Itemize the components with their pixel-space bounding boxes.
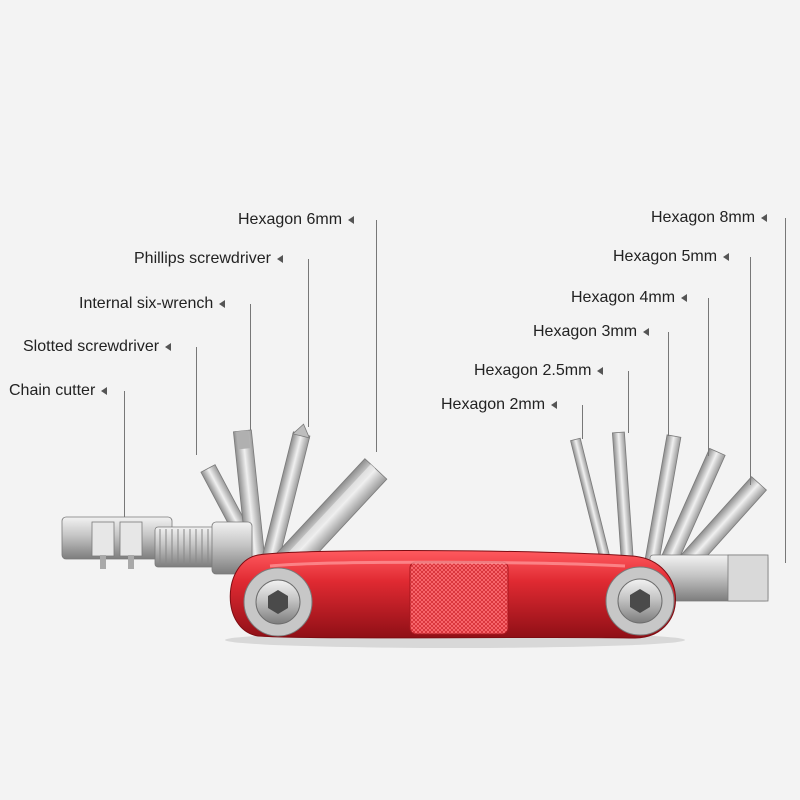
leader-line-hexagon-5mm bbox=[750, 257, 751, 485]
leader-line-slotted-screwdriver bbox=[196, 347, 197, 455]
label-hexagon-8mm: Hexagon 8mm bbox=[651, 209, 756, 226]
callout-hexagon-3mm: Hexagon 3mm bbox=[533, 322, 650, 342]
right-hex-bolt-icon bbox=[605, 566, 675, 636]
triangle-left-pointer-icon bbox=[681, 293, 688, 302]
callout-hexagon-2-5mm: Hexagon 2.5mm bbox=[474, 361, 604, 381]
callout-hexagon-5mm: Hexagon 5mm bbox=[613, 247, 730, 267]
callout-hexagon-6mm: Hexagon 6mm bbox=[238, 210, 355, 230]
triangle-left-pointer-icon bbox=[551, 400, 558, 409]
label-internal-six-wrench: Internal six-wrench bbox=[79, 295, 214, 312]
callout-hexagon-8mm: Hexagon 8mm bbox=[651, 208, 768, 228]
left-hex-bolt-icon bbox=[243, 567, 313, 637]
hexagon-8mm-bit bbox=[649, 554, 769, 602]
callout-phillips-screwdriver: Phillips screwdriver bbox=[134, 249, 283, 269]
triangle-left-pointer-icon bbox=[101, 386, 108, 395]
right-bit-fan bbox=[570, 431, 769, 602]
label-hexagon-2mm: Hexagon 2mm bbox=[441, 396, 546, 413]
callout-internal-six-wrench: Internal six-wrench bbox=[79, 294, 226, 314]
label-hexagon-3mm: Hexagon 3mm bbox=[533, 323, 638, 340]
callout-chain-cutter: Chain cutter bbox=[9, 381, 108, 401]
leader-line-chain-cutter bbox=[124, 391, 125, 517]
leader-line-internal-six-wrench bbox=[250, 304, 251, 430]
callout-hexagon-2mm: Hexagon 2mm bbox=[441, 395, 558, 415]
hexagon-2-5mm-bit bbox=[611, 431, 635, 573]
knurled-grip bbox=[409, 561, 509, 635]
label-hexagon-6mm: Hexagon 6mm bbox=[238, 211, 343, 228]
label-phillips-screwdriver: Phillips screwdriver bbox=[134, 250, 271, 267]
triangle-left-pointer-icon bbox=[723, 252, 730, 261]
triangle-left-pointer-icon bbox=[348, 215, 355, 224]
triangle-left-pointer-icon bbox=[643, 327, 650, 336]
triangle-left-pointer-icon bbox=[597, 366, 604, 375]
label-hexagon-5mm: Hexagon 5mm bbox=[613, 248, 718, 265]
leader-line-hexagon-6mm bbox=[376, 220, 377, 452]
callout-hexagon-4mm: Hexagon 4mm bbox=[571, 288, 688, 308]
callout-slotted-screwdriver: Slotted screwdriver bbox=[23, 337, 172, 357]
triangle-left-pointer-icon bbox=[761, 213, 768, 222]
leader-line-hexagon-2mm bbox=[582, 405, 583, 439]
chain-cutter bbox=[61, 516, 253, 575]
leader-line-phillips-screwdriver bbox=[308, 259, 309, 427]
triangle-left-pointer-icon bbox=[219, 299, 226, 308]
leader-line-hexagon-4mm bbox=[708, 298, 709, 456]
triangle-left-pointer-icon bbox=[276, 254, 283, 263]
triangle-left-pointer-icon bbox=[165, 342, 172, 351]
leader-line-hexagon-3mm bbox=[668, 332, 669, 436]
leader-line-hexagon-8mm bbox=[785, 218, 786, 563]
label-hexagon-2-5mm: Hexagon 2.5mm bbox=[474, 362, 592, 379]
red-body bbox=[229, 550, 676, 639]
label-slotted-screwdriver: Slotted screwdriver bbox=[23, 338, 160, 355]
leader-line-hexagon-2-5mm bbox=[628, 371, 629, 433]
label-chain-cutter: Chain cutter bbox=[9, 382, 96, 399]
label-hexagon-4mm: Hexagon 4mm bbox=[571, 289, 676, 306]
